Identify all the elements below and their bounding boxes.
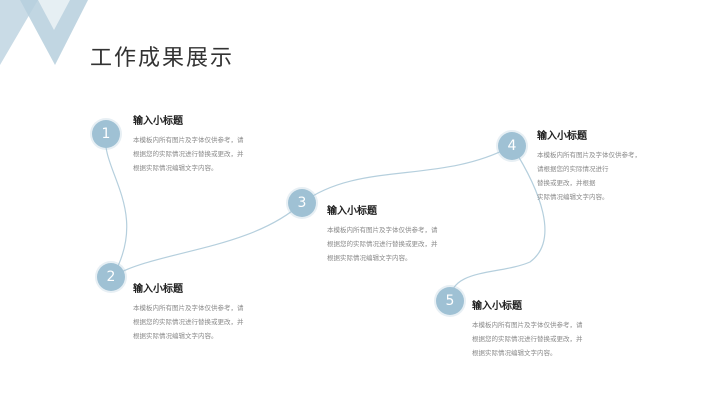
step-3-body: 本模板内所有图片及字体仅供参考，请 根据您的实际情况进行替换或更改，并 根据实际… [327, 223, 477, 265]
body-line: 本模板内所有图片及字体仅供参考，请 [327, 226, 438, 234]
body-line: 本模板内所有图片及字体仅供参考， [537, 151, 641, 159]
body-line: 根据您的实际情况进行替换或更改，并 [327, 240, 438, 248]
step-1-title: 输入小标题 [133, 116, 183, 127]
step-2-block: 输入小标题 本模板内所有图片及字体仅供参考，请 根据您的实际情况进行替换或更改，… [133, 280, 283, 343]
body-line: 本模板内所有图片及字体仅供参考，请 [133, 304, 244, 312]
step-4-title: 输入小标题 [537, 131, 587, 142]
body-line: 根据实际情况编辑文字内容。 [133, 332, 218, 340]
body-line: 根据您的实际情况进行替换或更改，并 [133, 318, 244, 326]
body-line: 实际情况编辑文字内容。 [537, 193, 609, 201]
decorative-triangles [0, 0, 88, 65]
step-4-body: 本模板内所有图片及字体仅供参考， 请根据您的实际情况进行 替换或更改，并根据 实… [537, 148, 657, 204]
body-line: 本模板内所有图片及字体仅供参考，请 [133, 136, 244, 144]
page-title: 工作成果展示 [90, 46, 235, 71]
step-2-title: 输入小标题 [133, 284, 183, 295]
step-1-body: 本模板内所有图片及字体仅供参考，请 根据您的实际情况进行替换或更改，并 根据实际… [133, 133, 283, 175]
step-5-block: 输入小标题 本模板内所有图片及字体仅供参考，请 根据您的实际情况进行替换或更改，… [472, 297, 622, 360]
step-2-body: 本模板内所有图片及字体仅供参考，请 根据您的实际情况进行替换或更改，并 根据实际… [133, 301, 283, 343]
body-line: 根据实际情况编辑文字内容。 [327, 254, 412, 262]
body-line: 替换或更改，并根据 [537, 179, 596, 187]
step-1-block: 输入小标题 本模板内所有图片及字体仅供参考，请 根据您的实际情况进行替换或更改，… [133, 112, 283, 175]
body-line: 根据实际情况编辑文字内容。 [472, 349, 557, 357]
step-4-block: 输入小标题 本模板内所有图片及字体仅供参考， 请根据您的实际情况进行 替换或更改… [537, 127, 657, 204]
step-3-badge: 3 [288, 189, 316, 217]
body-line: 根据您的实际情况进行替换或更改，并 [133, 150, 244, 158]
body-line: 请根据您的实际情况进行 [537, 165, 609, 173]
step-5-title: 输入小标题 [472, 301, 522, 312]
step-5-body: 本模板内所有图片及字体仅供参考，请 根据您的实际情况进行替换或更改，并 根据实际… [472, 318, 622, 360]
step-4-badge: 4 [498, 132, 526, 160]
body-line: 根据实际情况编辑文字内容。 [133, 164, 218, 172]
body-line: 本模板内所有图片及字体仅供参考，请 [472, 321, 583, 329]
step-3-block: 输入小标题 本模板内所有图片及字体仅供参考，请 根据您的实际情况进行替换或更改，… [327, 202, 477, 265]
step-5-badge: 5 [436, 287, 464, 315]
body-line: 根据您的实际情况进行替换或更改，并 [472, 335, 583, 343]
step-1-badge: 1 [92, 120, 120, 148]
step-3-title: 输入小标题 [327, 206, 377, 217]
step-2-badge: 2 [97, 263, 125, 291]
